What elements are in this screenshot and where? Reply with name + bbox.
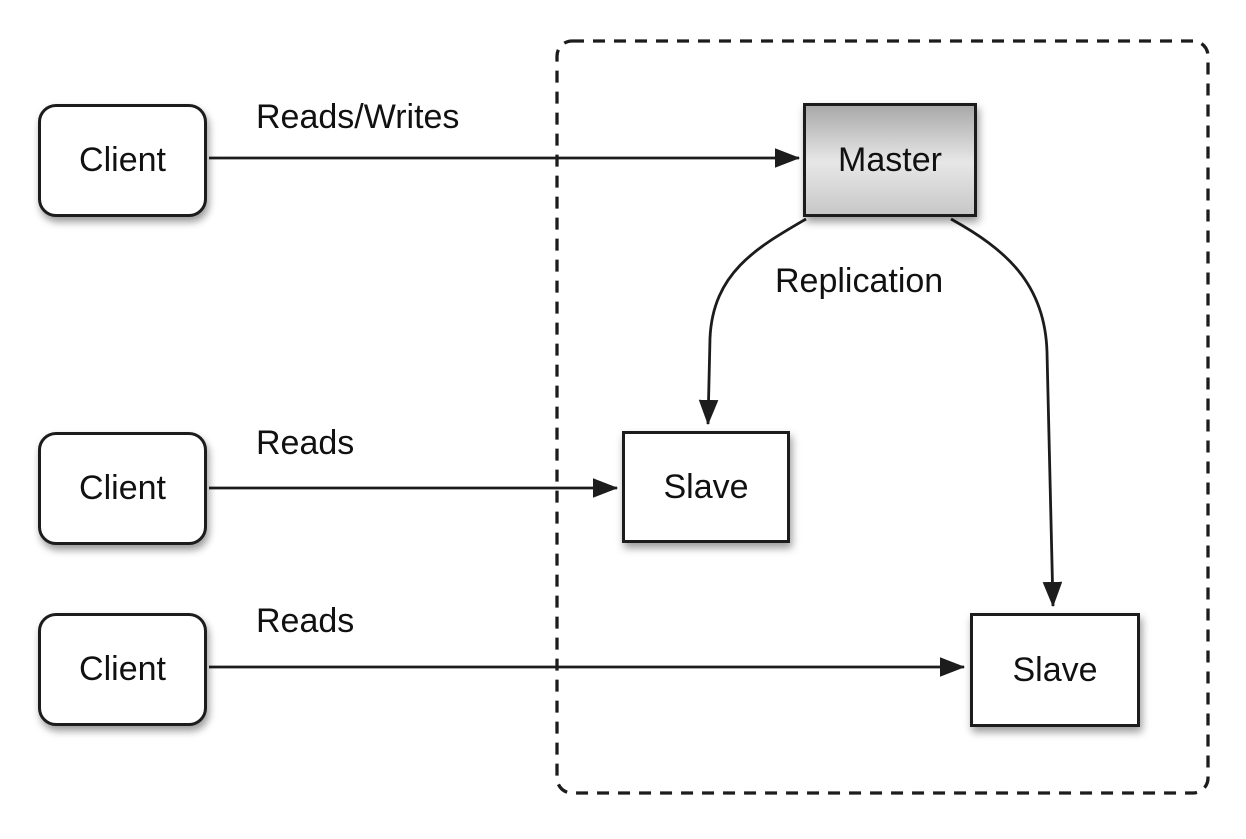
replication-label: Replication — [775, 262, 944, 300]
client-node-1-label: Client — [79, 141, 166, 179]
reads-label-middle: Reads — [256, 424, 355, 462]
replication-arrow-left — [698, 217, 807, 426]
replication-arrow-right — [950, 217, 1063, 608]
slave-node-2-label: Slave — [1012, 650, 1098, 689]
slave-node-2: Slave — [970, 613, 1140, 727]
cluster-boundary-dashed-box — [555, 39, 1210, 795]
slave-node-1: Slave — [622, 431, 790, 543]
reads-label-bottom: Reads — [256, 602, 355, 640]
slave-node-1-label: Slave — [663, 467, 749, 506]
client-node-2-label: Client — [79, 469, 166, 507]
client-node-3-label: Client — [79, 650, 166, 688]
master-node: Master — [803, 103, 977, 217]
client-node-2: Client — [38, 432, 207, 545]
client-node-3: Client — [38, 613, 207, 726]
master-node-label: Master — [838, 140, 942, 179]
reads-writes-label: Reads/Writes — [256, 98, 460, 136]
client-node-1: Client — [38, 104, 207, 217]
